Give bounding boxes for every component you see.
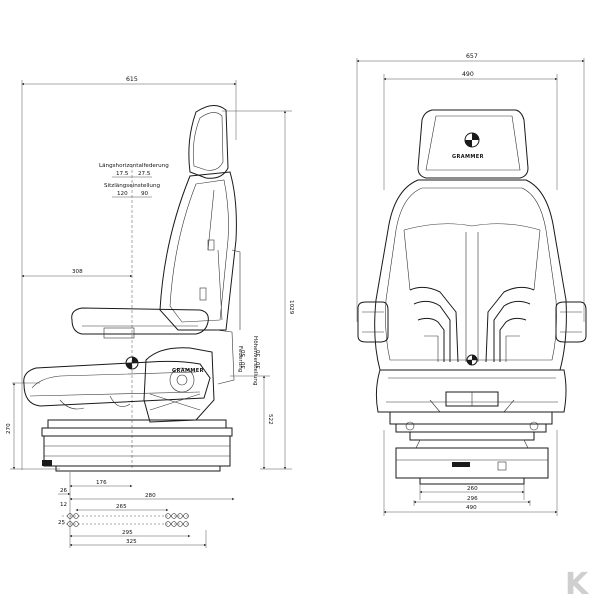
front-armrest-left — [357, 301, 389, 343]
side-backrest — [159, 171, 237, 331]
dim-295: 295 — [122, 530, 133, 536]
side-armrest — [71, 307, 209, 339]
dim-270: 270 — [6, 423, 12, 434]
side-headrest — [188, 105, 229, 179]
brand-logo-mark: K — [562, 562, 596, 600]
side-view: 615 1029 522 270 308 Längshorizontalfede… — [6, 76, 294, 548]
horizontal-isolator-label: Längshorizontalfederung — [99, 163, 169, 169]
front-dim-490-bottom: 490 — [466, 505, 477, 511]
fore-aft-value-left: 120 — [117, 191, 128, 197]
side-brand-text: GRAMMER — [172, 368, 204, 374]
dim-26: 26 — [60, 488, 68, 494]
isolator-value-right: 27.5 — [138, 171, 151, 177]
suspension-value-2: 50 — [241, 349, 247, 357]
front-dim-657: 657 — [466, 53, 478, 60]
dim-522: 522 — [267, 414, 273, 425]
front-backrest — [374, 179, 567, 371]
fore-aft-value-right: 90 — [141, 191, 149, 197]
dim-265: 265 — [116, 504, 127, 510]
height-adjust-value-1: 30 — [256, 361, 262, 369]
front-base — [389, 411, 553, 485]
dim-1029: 1029 — [288, 300, 294, 315]
side-base — [41, 419, 233, 472]
dim-280: 280 — [145, 493, 156, 499]
dim-176: 176 — [96, 480, 107, 486]
front-brand-text: GRAMMER — [452, 154, 484, 160]
dim-325: 325 — [126, 539, 137, 545]
mounting-pattern: 12 265 25 295 325 — [58, 502, 207, 548]
front-seat-cushion — [375, 369, 567, 413]
height-adjust-value-2: 30 — [256, 349, 262, 357]
front-dim-490-top: 490 — [462, 71, 474, 78]
height-adjust-label: Höhenverstellung — [252, 336, 258, 386]
front-dim-260: 260 — [467, 486, 478, 492]
suspension-value-1: 30 — [241, 361, 247, 369]
dim-615: 615 — [126, 76, 138, 83]
front-dim-296: 296 — [467, 496, 478, 502]
front-headrest: GRAMMER — [417, 109, 529, 179]
isolator-value-left: 17.5 — [116, 171, 129, 177]
brand-logo-letter: K — [565, 567, 590, 600]
side-seat-cushion — [23, 360, 211, 410]
dim-25: 25 — [58, 520, 66, 526]
front-armrest-right — [555, 301, 587, 343]
suspension-label: Federung — [237, 346, 243, 373]
side-mechanism: GRAMMER — [125, 249, 241, 423]
dim-12: 12 — [60, 502, 67, 508]
dim-308: 308 — [72, 269, 83, 275]
fore-aft-label: Sitzlängseinstellung — [104, 183, 161, 189]
front-view: 657 490 GRAMMER — [356, 53, 587, 516]
